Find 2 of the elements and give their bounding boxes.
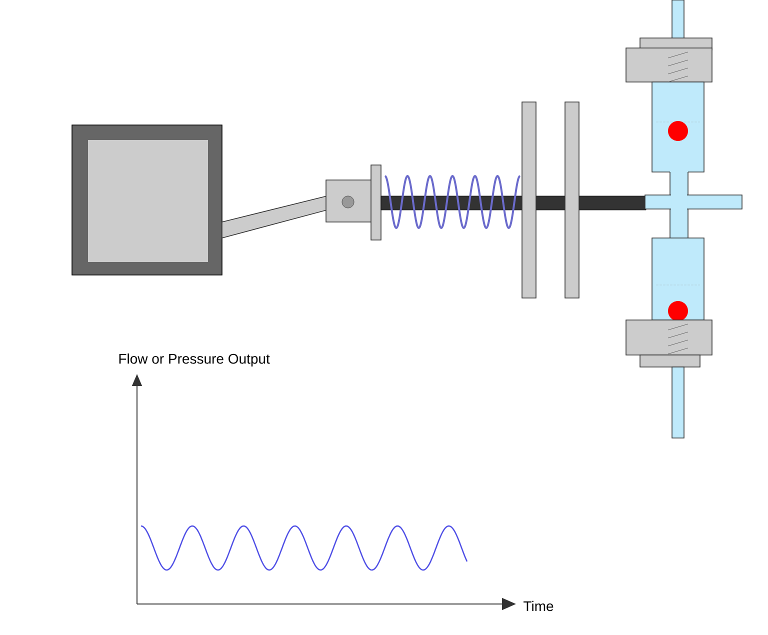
axis-label: Flow or Pressure Output <box>119 353 270 367</box>
axis-label: Time <box>524 600 554 612</box>
